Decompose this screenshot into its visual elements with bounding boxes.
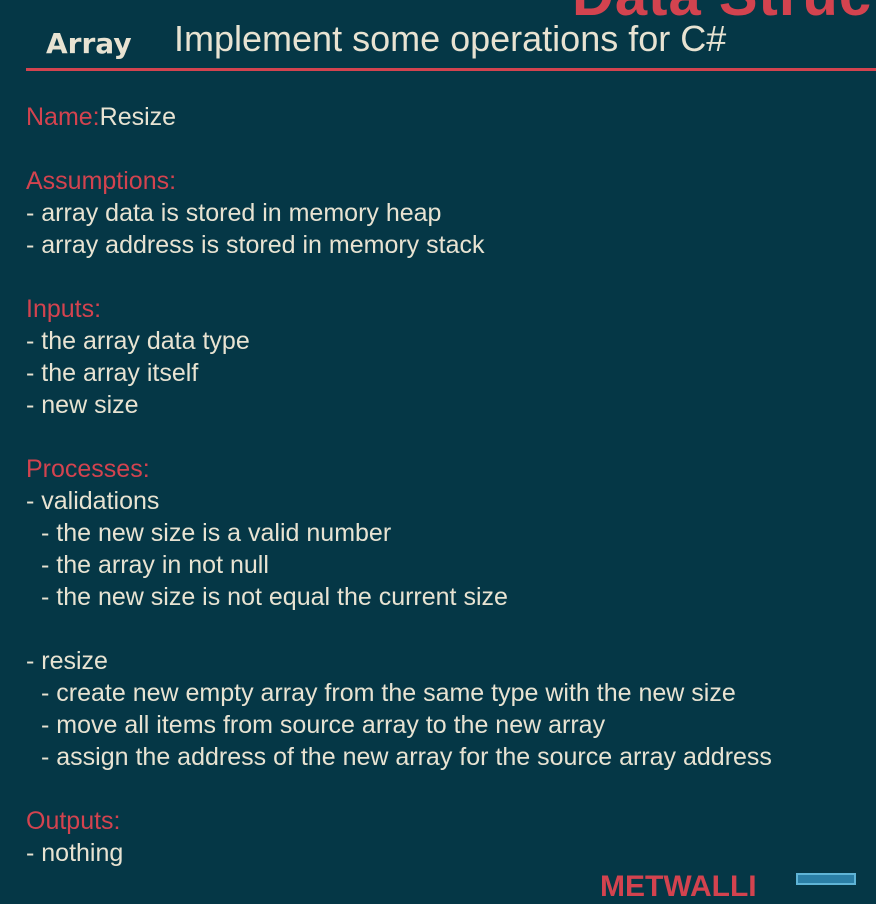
processes-heading: Processes:	[26, 455, 150, 483]
banner-title-fragment: Data Struct	[572, 0, 876, 29]
assumptions-heading: Assumptions:	[26, 167, 177, 195]
list-item: - the new size is not equal the current …	[41, 583, 508, 611]
list-item: - the array data type	[26, 327, 250, 355]
list-item: - array address is stored in memory stac…	[26, 231, 485, 259]
logo-badge	[796, 873, 856, 885]
list-item: - the new size is a valid number	[41, 519, 392, 547]
name-row: Name:Resize	[26, 101, 772, 133]
author-watermark: METWALLI	[600, 870, 757, 903]
validations-title: - validations	[26, 487, 160, 515]
list-item: - array data is stored in memory heap	[26, 199, 442, 227]
list-item: - new size	[26, 391, 139, 419]
list-item: - assign the address of the new array fo…	[41, 743, 772, 771]
resize-title: - resize	[26, 647, 108, 675]
name-label: Name:	[26, 103, 100, 131]
inputs-heading: Inputs:	[26, 295, 102, 323]
operation-spec: Name:Resize Assumptions: - array data is…	[26, 101, 772, 869]
header-divider	[26, 68, 876, 71]
list-item: - the array itself	[26, 359, 199, 387]
list-item: - create new empty array from the same t…	[41, 679, 736, 707]
page-title: Implement some operations for C#	[174, 18, 727, 59]
topic-tag: Array	[46, 27, 132, 60]
list-item: - nothing	[26, 839, 124, 867]
outputs-heading: Outputs:	[26, 807, 121, 835]
list-item: - the array in not null	[41, 551, 269, 579]
list-item: - move all items from source array to th…	[41, 711, 606, 739]
name-value: Resize	[99, 103, 177, 131]
